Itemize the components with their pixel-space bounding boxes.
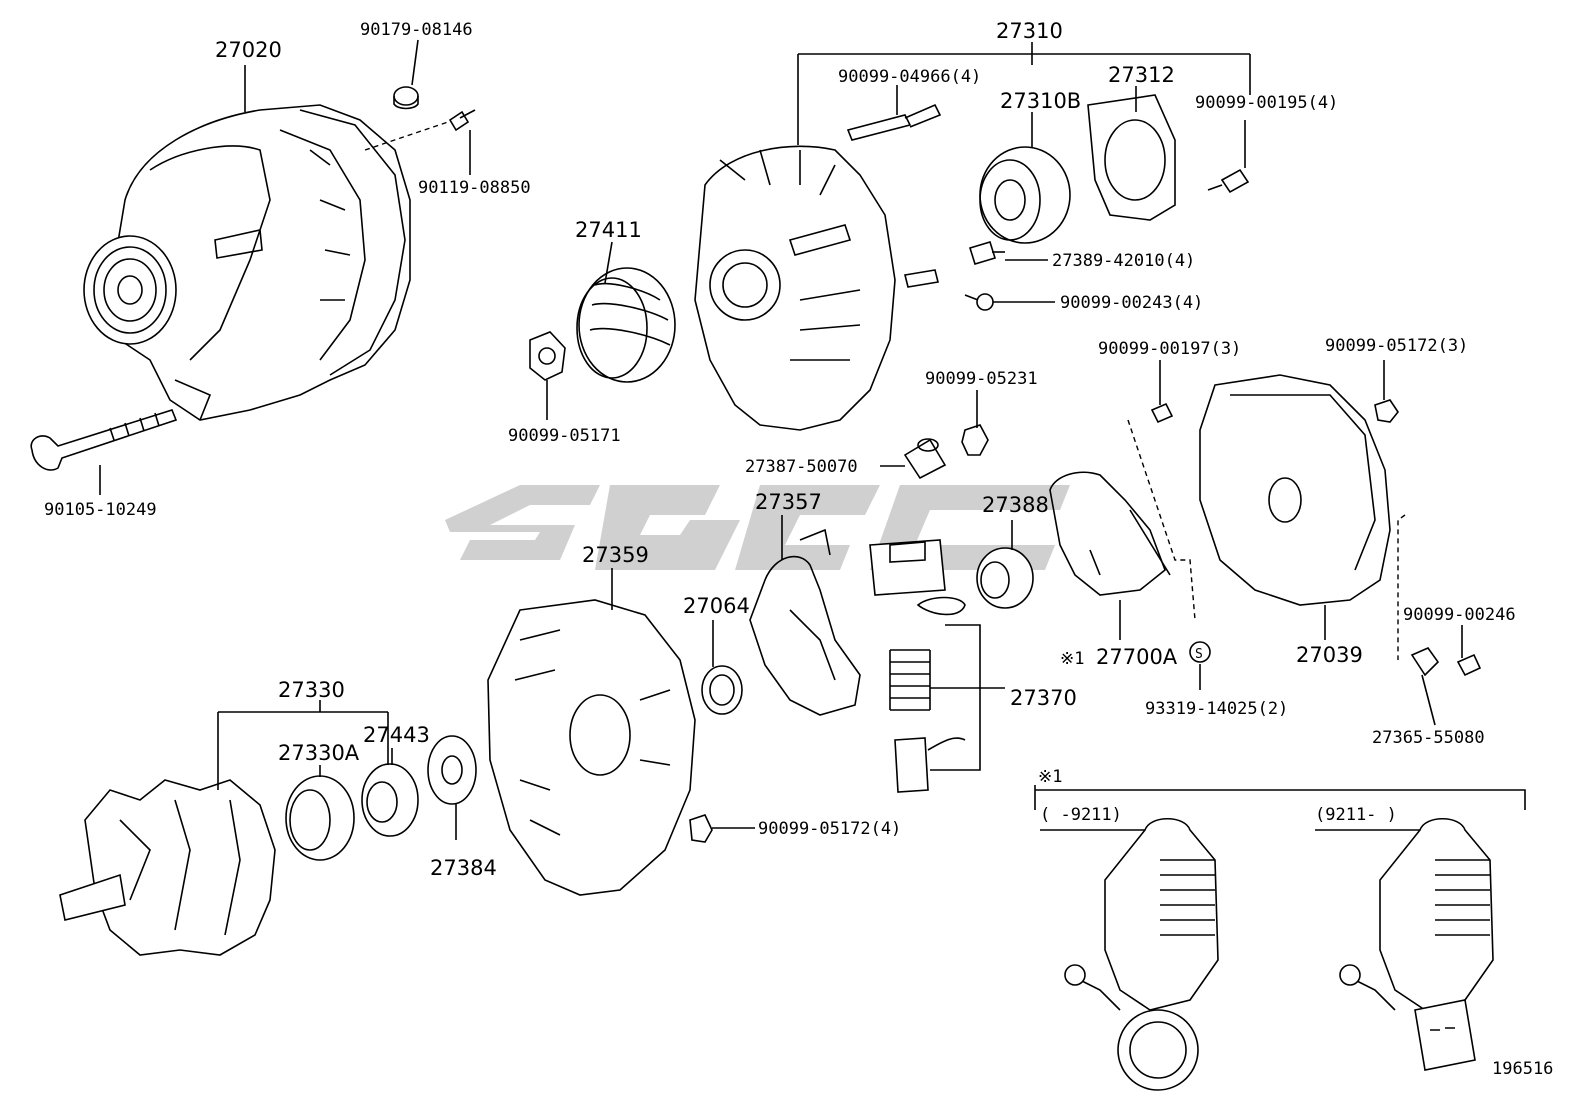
rear-end-cover-drawing [1199, 374, 1391, 606]
terminal-cap-drawing [1410, 647, 1440, 677]
nut-drawing [393, 86, 419, 110]
spacer-drawing [427, 735, 477, 805]
regulator-washer-drawing: S [1189, 641, 1211, 663]
callout-90099-00246: 90099-00246 [1403, 605, 1516, 625]
callout-90099-00197: 90099-00197(3) [1098, 339, 1241, 359]
callout-labels: 27020 90179-08146 90119-08850 90105-1024… [44, 19, 1553, 1079]
brush-holder-drawing [869, 539, 966, 616]
front-bearing-drawing [979, 146, 1071, 244]
regulator-screw-drawing [1150, 402, 1174, 424]
callout-27370: 27370 [1010, 686, 1077, 710]
callout-90099-00195: 90099-00195(4) [1195, 93, 1338, 113]
regulator-variant-right-drawing [1339, 818, 1494, 1071]
callout-27389-42010: 27389-42010(4) [1052, 251, 1195, 271]
terminal-insulator-drawing [968, 241, 1005, 265]
stud-bolt-drawing [846, 103, 942, 141]
callout-90105-10249: 90105-10249 [44, 500, 157, 520]
callout-93319-14025: 93319-14025(2) [1145, 699, 1288, 719]
watermark-logo [445, 485, 1070, 570]
pulley-drawing [576, 267, 676, 383]
bearing-retainer-drawing [1087, 94, 1176, 221]
alternator-assembly-drawing [83, 104, 411, 421]
callout-90099-05231: 90099-05231 [925, 369, 1038, 389]
small-bolt-drawing [448, 109, 476, 132]
callout-27310B: 27310B [1000, 89, 1081, 113]
diagram-id: 196516 [1492, 1059, 1553, 1079]
variant-right-label: (9211- ) [1315, 805, 1397, 825]
rectifier-end-frame-drawing [487, 599, 696, 896]
callout-27388: 27388 [982, 493, 1049, 517]
callout-27443: 27443 [363, 723, 430, 747]
callout-27365-55080: 27365-55080 [1372, 728, 1485, 748]
callout-90119-08850: 90119-08850 [418, 178, 531, 198]
rotor-drawing [59, 779, 276, 956]
terminal-nut-drawing [961, 424, 989, 456]
callout-27700A: 27700A [1096, 645, 1178, 669]
brush-spring-drawing [889, 649, 931, 711]
drive-end-frame-drawing [694, 145, 939, 431]
retainer-screw-drawing [1207, 168, 1250, 194]
rear-bearing-drawing [285, 775, 355, 861]
frame-screw-drawing [964, 293, 994, 311]
callout-90179-08146: 90179-08146 [360, 20, 473, 40]
callout-90099-05172-3: 90099-05172(3) [1325, 336, 1468, 356]
seal-ring-drawing [701, 665, 743, 715]
callout-27039: 27039 [1296, 643, 1363, 667]
callout-27330: 27330 [278, 678, 345, 702]
cover-nut-drawing [1374, 399, 1399, 423]
regulator-variant-left-drawing [1064, 818, 1219, 1091]
frame-nut-drawing [689, 814, 713, 843]
callout-27359: 27359 [582, 543, 649, 567]
note-mark-1: ※1 [1060, 649, 1084, 669]
callout-27330A: 27330A [278, 741, 360, 765]
callout-90099-05172-4: 90099-05172(4) [758, 819, 901, 839]
callout-27020: 27020 [215, 38, 282, 62]
callout-90099-04966: 90099-04966(4) [838, 67, 981, 87]
bearing-cover-drawing [361, 763, 419, 837]
callout-90099-00243: 90099-00243(4) [1060, 293, 1203, 313]
callout-27312: 27312 [1108, 63, 1175, 87]
variant-note-mark: ※1 [1038, 767, 1062, 787]
callout-90099-05171: 90099-05171 [508, 426, 621, 446]
leader-lines [99, 39, 1526, 840]
voltage-regulator-drawing [1049, 471, 1171, 596]
brush-drawing [894, 737, 966, 793]
callout-27357: 27357 [755, 490, 822, 514]
cap-screw-drawing [1456, 653, 1482, 677]
callout-27064: 27064 [683, 594, 750, 618]
variant-left-label: ( -9211) [1040, 805, 1122, 825]
callout-27387-50070: 27387-50070 [745, 457, 858, 477]
terminal-bushing-drawing [903, 438, 947, 480]
callout-27310: 27310 [996, 19, 1063, 43]
collar-drawing [976, 547, 1034, 609]
callout-27411: 27411 [575, 218, 642, 242]
long-bolt-drawing [30, 409, 178, 471]
rectifier-holder-drawing [749, 528, 861, 716]
washer-mark-s: S [1195, 647, 1203, 662]
callout-27384: 27384 [430, 856, 497, 880]
pulley-nut-drawing [529, 331, 566, 381]
